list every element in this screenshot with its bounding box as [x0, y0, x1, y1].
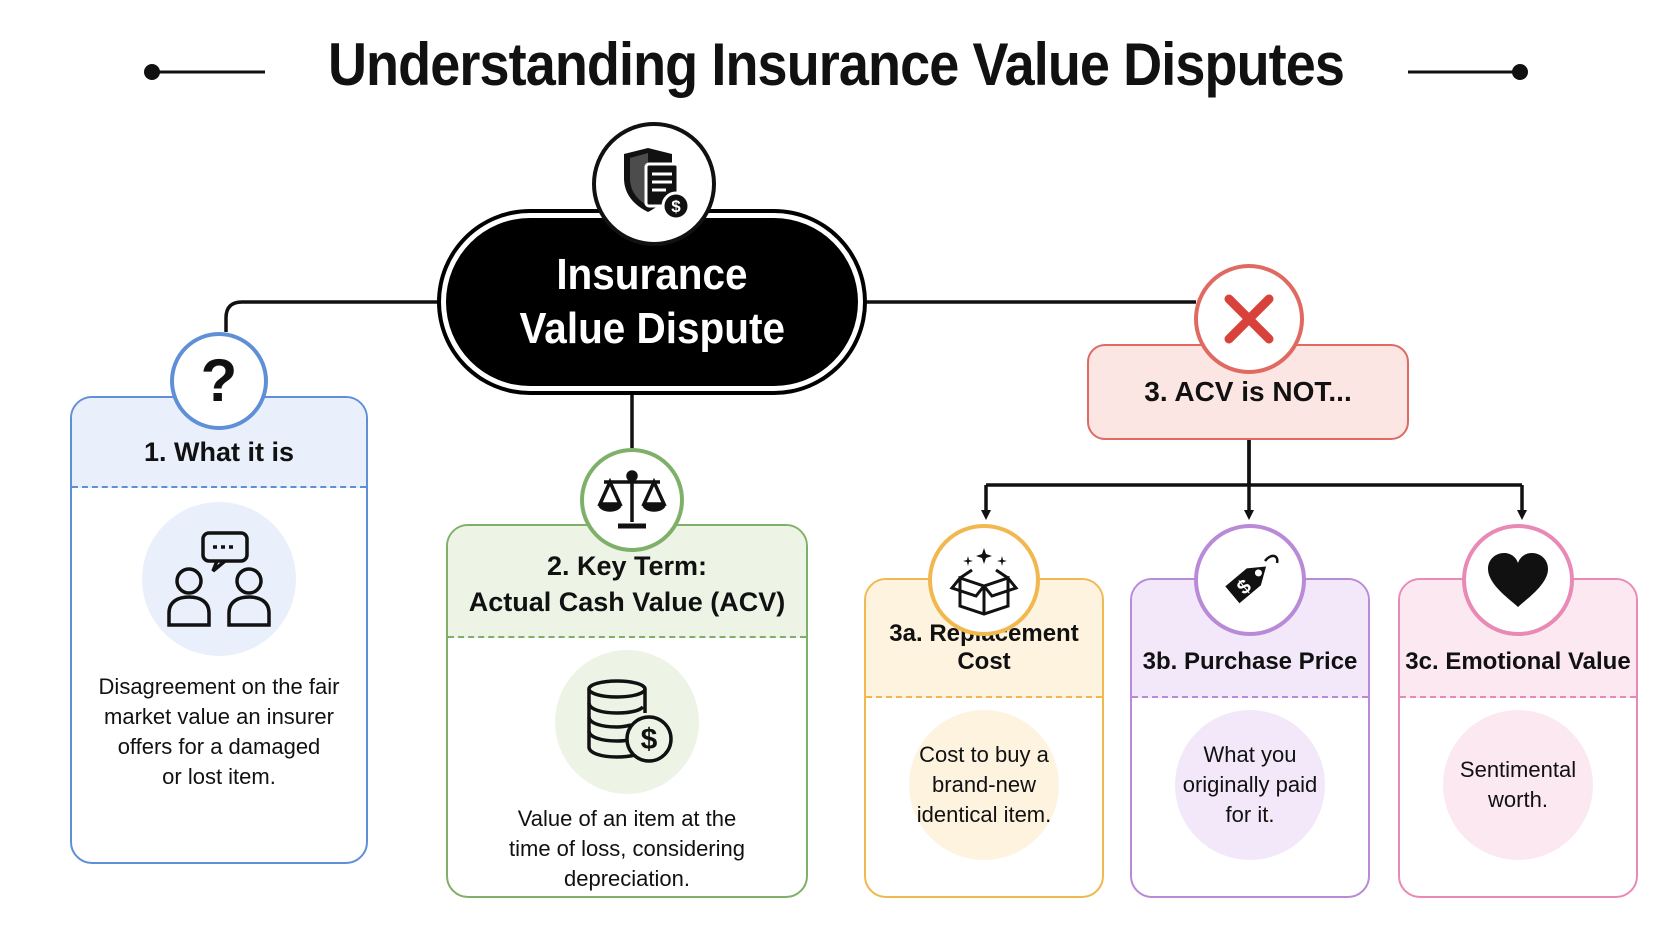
coin-stack-dollar-icon: $: [555, 650, 699, 794]
heart-icon: [1462, 524, 1574, 636]
what-it-is-card: 1. What it is Disagreement on the fair m…: [70, 396, 368, 864]
central-node: Insurance Value Dispute: [446, 218, 858, 386]
title-right-decoration: [1408, 64, 1528, 80]
emotional-text-1: Sentimental: [1459, 757, 1577, 782]
page-title: Understanding Insurance Value Disputes: [327, 31, 1345, 98]
purchase-card: 3b. Purchase Price What you originally p…: [1130, 578, 1370, 898]
open-box-sparkle-icon: [928, 524, 1040, 636]
emotional-text-2: worth.: [1488, 787, 1548, 812]
what-it-is-text-3: offers for a damaged: [117, 734, 321, 759]
x-mark-icon: [1194, 264, 1304, 374]
key-term-text-2: time of loss, considering: [509, 836, 745, 861]
key-term-text-1: Value of an item at the: [517, 806, 737, 831]
svg-text:$: $: [671, 197, 681, 216]
what-it-is-text-1: Disagreement on the fair: [98, 674, 340, 699]
key-term-text-3: depreciation.: [564, 866, 690, 891]
price-tag-icon: $: [1194, 524, 1306, 636]
svg-text:$: $: [641, 723, 658, 756]
central-line-1: Insurance: [556, 250, 748, 299]
replacement-text-1: Cost to buy a: [919, 742, 1049, 767]
what-it-is-text-4: or lost item.: [162, 764, 276, 789]
purchase-text-1: What you: [1203, 742, 1297, 767]
emotional-description: Sentimental worth.: [1443, 710, 1593, 860]
scales-icon: [580, 448, 684, 552]
question-mark-icon: ?: [170, 332, 268, 430]
replacement-text-2: brand-new: [932, 772, 1036, 797]
purchase-description: What you originally paid for it.: [1175, 710, 1325, 860]
two-people-chat-icon: [142, 502, 296, 656]
key-term-card: 2. Key Term: Actual Cash Value (ACV) $ V…: [446, 524, 808, 898]
key-term-heading-line-1: 2. Key Term:: [546, 551, 708, 581]
connector-what-it-is: [224, 300, 446, 332]
what-it-is-text-2: market value an insurer: [104, 704, 334, 729]
replacement-description: Cost to buy a brand-new identical item.: [909, 710, 1059, 860]
title-left-decoration: [144, 64, 265, 80]
key-term-heading-line-2: Actual Cash Value (ACV): [468, 587, 786, 617]
purchase-text-3: for it.: [1225, 802, 1275, 827]
purchase-text-2: originally paid: [1182, 772, 1318, 797]
central-line-2: Value Dispute: [519, 304, 785, 353]
replacement-text-3: identical item.: [916, 802, 1052, 827]
shield-document-dollar-icon: $: [592, 122, 716, 246]
